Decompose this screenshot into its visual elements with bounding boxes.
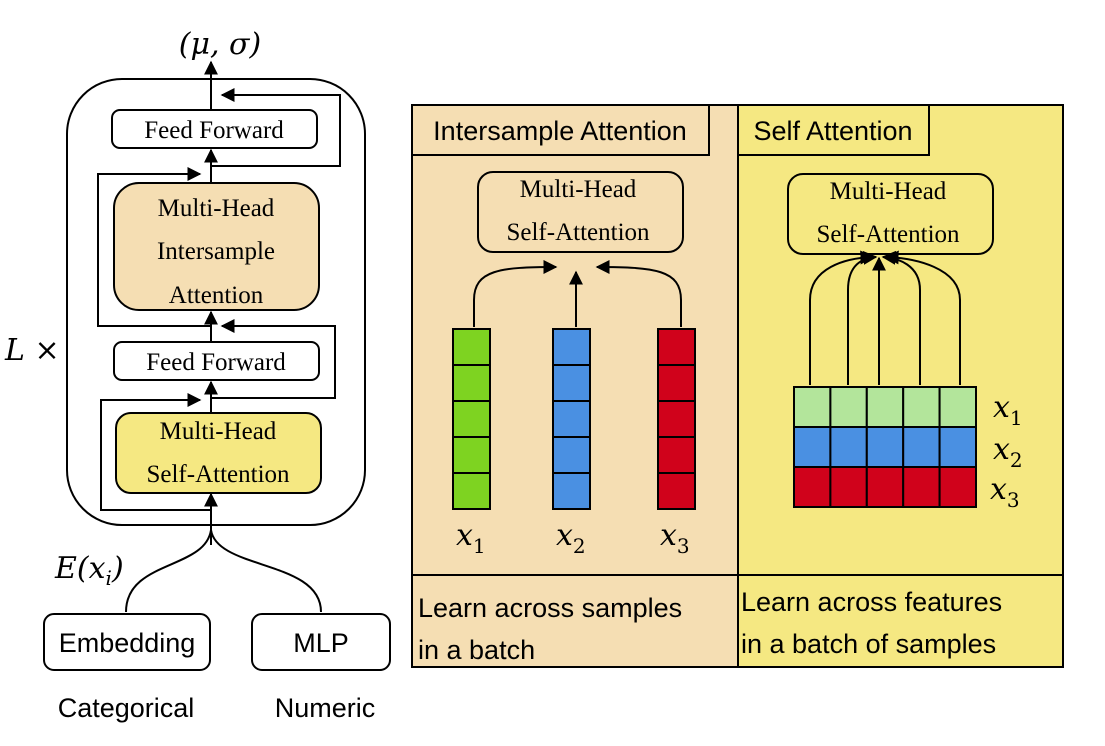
vector-cell <box>452 364 491 402</box>
matrix-cell <box>938 466 977 508</box>
vector-cell <box>657 400 696 438</box>
matrix-cell <box>938 386 977 428</box>
self-x3-label: x3 <box>990 472 1020 512</box>
feed-forward-top-label: Feed Forward <box>144 117 284 144</box>
mlp-box <box>251 613 391 671</box>
repeat-label: L × <box>4 333 60 368</box>
vector-cell <box>657 436 696 474</box>
self-mhsa-line1: Multi-Head <box>830 178 947 205</box>
self-caption-line1: Learn across features <box>741 587 1002 617</box>
vector-x1 <box>452 328 491 510</box>
intersample-caption-line1: Learn across samples <box>418 593 682 623</box>
saint-block: (μ, σ) L × Feed Forward Multi-Head Inter… <box>4 27 391 723</box>
self-caption-box <box>737 574 1064 668</box>
intersample-caption-box <box>411 574 739 668</box>
self-title: Self Attention <box>753 116 912 146</box>
intersample-caption-line2: in a batch <box>418 635 535 665</box>
vector-cell <box>452 328 491 366</box>
matrix-cell <box>829 466 868 508</box>
self-attention-block <box>115 412 322 494</box>
matrix-cell <box>793 426 832 468</box>
self-x1-label: x1 <box>993 390 1023 430</box>
residual-ff-bottom <box>211 319 336 399</box>
vector-cell <box>452 436 491 474</box>
matrix-cell <box>793 386 832 428</box>
intersample-title-box <box>411 104 710 156</box>
self-block-line2: Self-Attention <box>146 461 290 488</box>
arrow-x3-to-mhsa <box>595 260 682 327</box>
self-attention-panel: Self Attention Multi-Head Self-Attention… <box>737 104 1064 668</box>
embedding-label: E(xi) <box>54 551 124 590</box>
intersample-x3-label: x3 <box>660 518 690 558</box>
vector-cell <box>657 364 696 402</box>
curve-from-embedding <box>125 529 212 613</box>
matrix-cell <box>865 386 905 428</box>
embedding-box <box>43 613 211 671</box>
matrix-cell <box>829 386 868 428</box>
vector-x2 <box>552 328 591 510</box>
vector-cell <box>552 328 591 366</box>
matrix-cell <box>829 426 868 468</box>
intersample-x1-label: x1 <box>456 518 486 558</box>
numeric-label: Numeric <box>275 693 376 723</box>
self-block-line1: Multi-Head <box>160 418 277 445</box>
vector-cell <box>452 472 491 510</box>
matrix-cell <box>865 466 905 508</box>
vector-cell <box>552 400 591 438</box>
intersample-mhsa-box <box>477 171 684 253</box>
vector-cell <box>657 472 696 510</box>
self-title-box <box>737 104 930 156</box>
self-x2-label: x2 <box>993 432 1023 472</box>
layer-container <box>66 78 366 526</box>
mlp-box-label: MLP <box>293 628 349 658</box>
intersample-mhsa-line1: Multi-Head <box>520 176 637 203</box>
sample-matrix <box>793 386 977 508</box>
self-caption-line2: in a batch of samples <box>741 629 996 659</box>
vector-cell <box>552 472 591 510</box>
arrow-feature5 <box>884 250 961 385</box>
intersample-block-line2: Intersample <box>157 238 275 265</box>
vector-cell <box>657 328 696 366</box>
arrow-x1-to-mhsa <box>473 260 558 327</box>
categorical-label: Categorical <box>58 693 195 723</box>
arrow-feature2 <box>847 250 878 385</box>
residual-intersample <box>97 167 211 327</box>
matrix-cell <box>902 426 941 468</box>
curve-from-mlp <box>210 529 322 613</box>
vector-cell <box>452 400 491 438</box>
intersample-title: Intersample Attention <box>433 116 687 146</box>
intersample-attention-block <box>113 182 320 311</box>
self-mhsa-line2: Self-Attention <box>816 221 960 248</box>
matrix-cell <box>902 466 941 508</box>
intersample-x2-label: x2 <box>556 518 586 558</box>
intersample-block-line1: Multi-Head <box>158 195 275 222</box>
intersample-panel: Intersample Attention Multi-Head Self-At… <box>411 104 739 668</box>
intersample-mhsa-line2: Self-Attention <box>506 219 650 246</box>
matrix-cell <box>793 466 832 508</box>
vector-x3 <box>657 328 696 510</box>
feed-forward-top <box>111 109 318 149</box>
matrix-cell <box>938 426 977 468</box>
vector-cell <box>552 436 591 474</box>
feed-forward-bottom <box>113 341 320 381</box>
vector-cell <box>552 364 591 402</box>
residual-ff-top <box>211 88 341 167</box>
feed-forward-bottom-label: Feed Forward <box>146 349 286 376</box>
intersample-block-line3: Attention <box>169 282 264 309</box>
embedding-box-label: Embedding <box>59 628 196 658</box>
matrix-cell <box>865 426 905 468</box>
output-label: (μ, σ) <box>179 27 261 62</box>
matrix-cell <box>902 386 941 428</box>
residual-self <box>100 393 211 511</box>
